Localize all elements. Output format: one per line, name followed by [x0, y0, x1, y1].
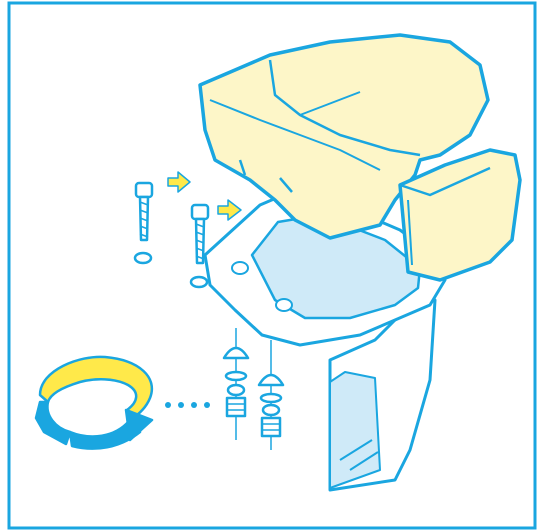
dotted-connector — [165, 402, 210, 408]
hardware-stack-left — [224, 328, 248, 440]
hardware-stack-right — [259, 340, 283, 450]
bolt-screws — [135, 183, 208, 287]
rotate-arrow-icon — [36, 357, 152, 449]
bolt-hole-left — [232, 262, 248, 274]
bolt-hole-right — [276, 299, 292, 311]
